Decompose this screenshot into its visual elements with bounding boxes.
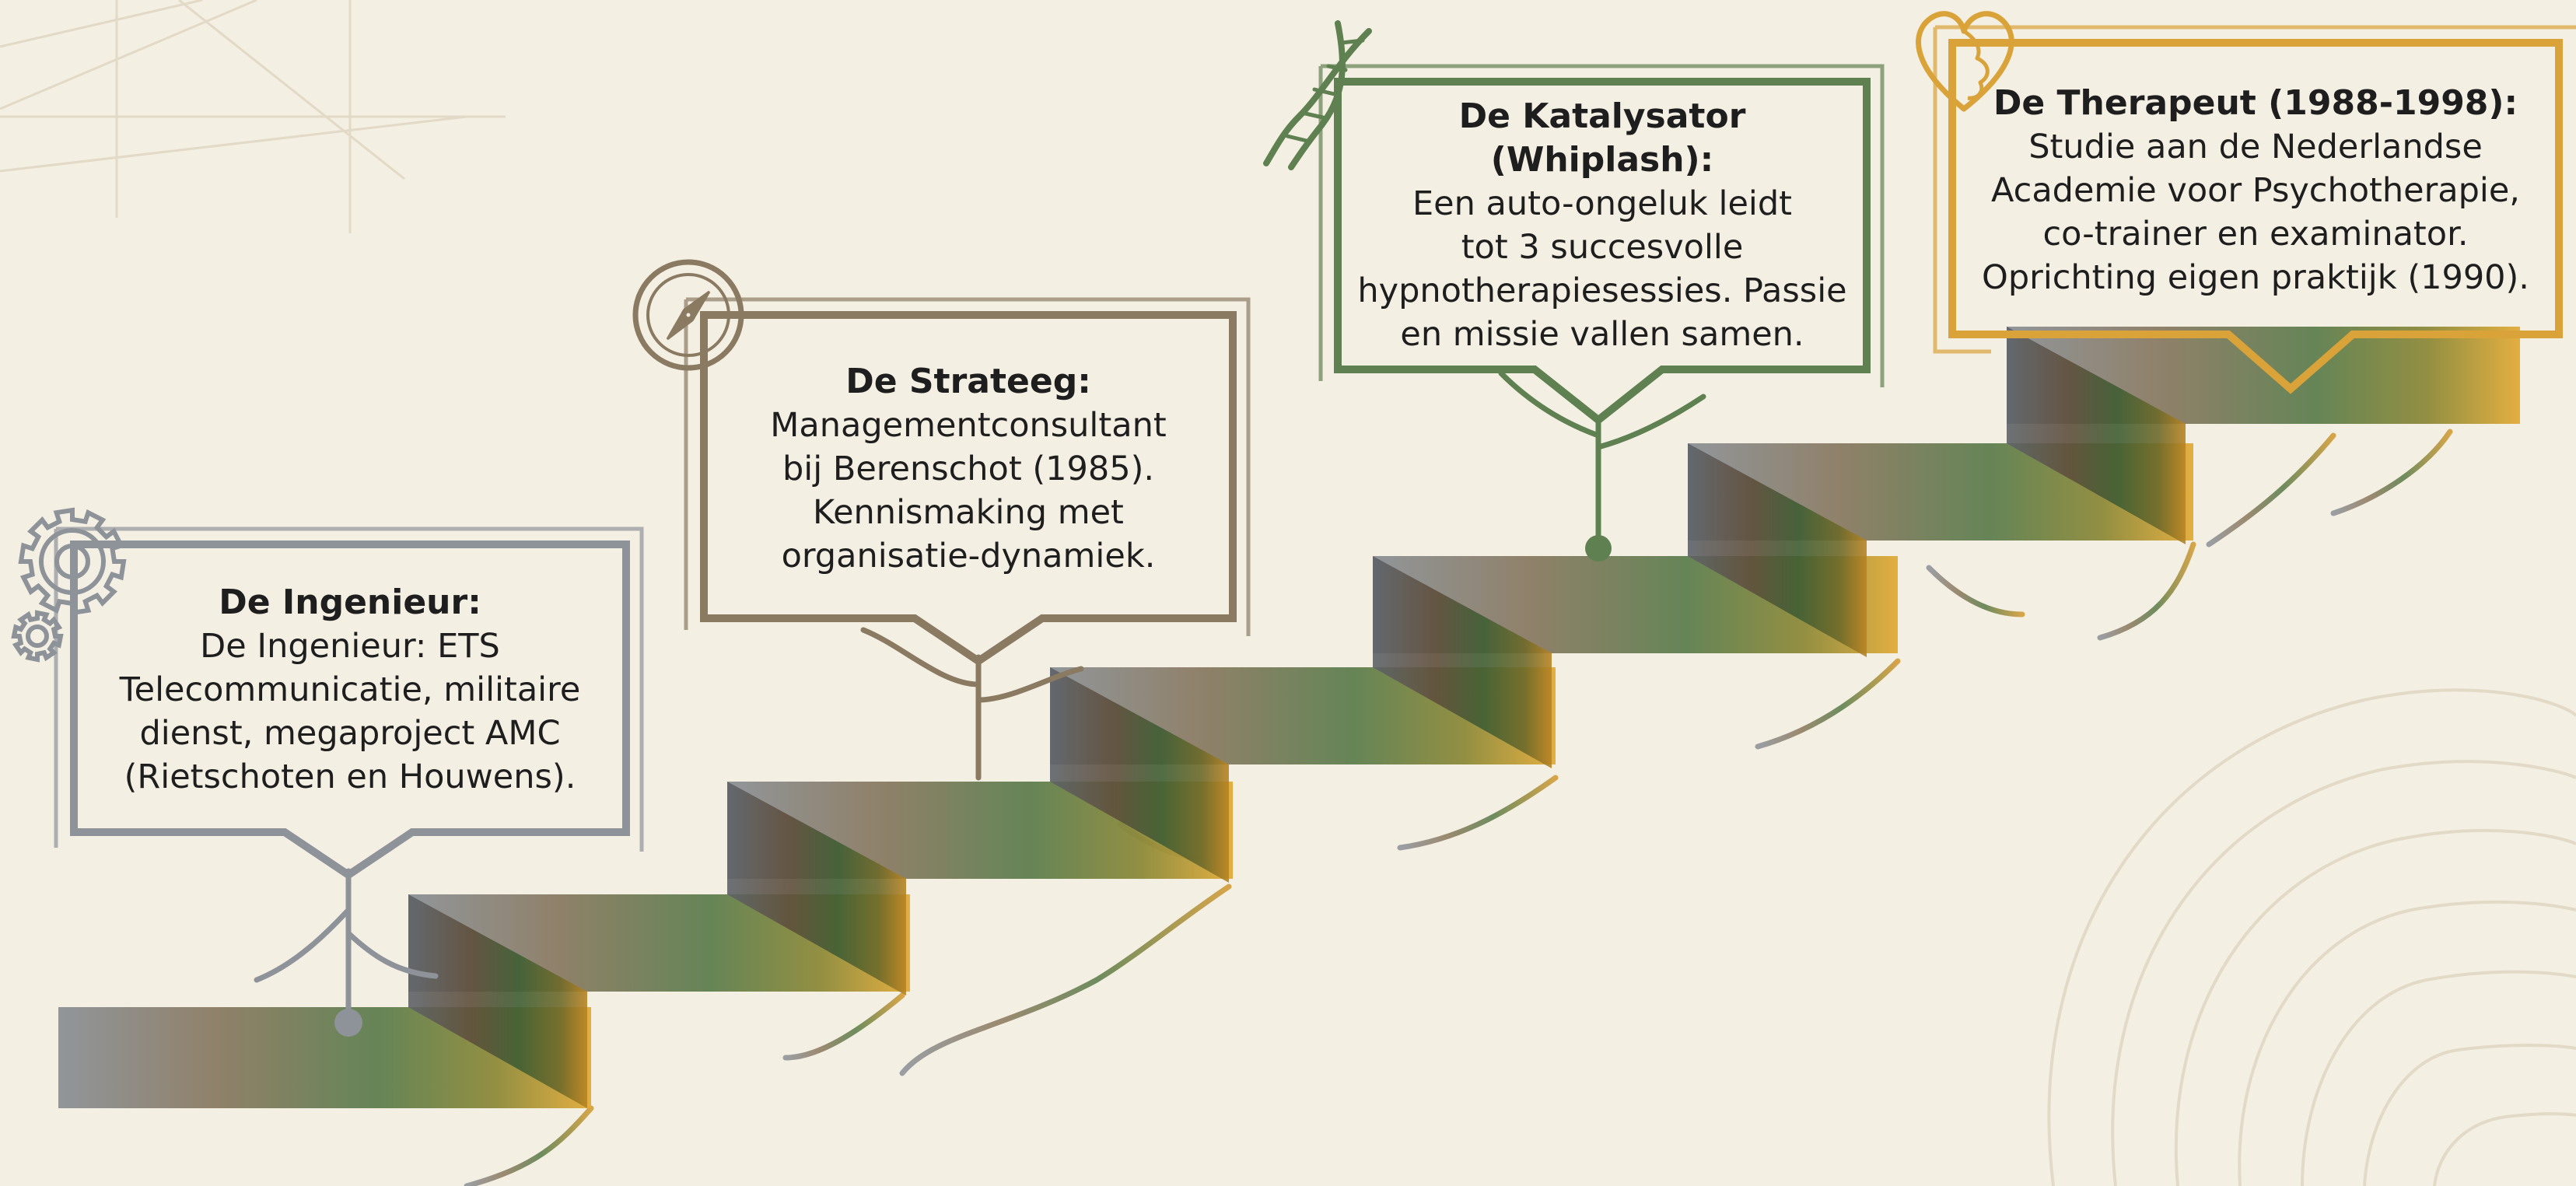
stair-riser xyxy=(1688,443,1867,657)
stage-line: De Ingenieur: ETS xyxy=(200,627,500,666)
stage-line: Oprichting eigen praktijk (1990). xyxy=(1982,258,2529,297)
stage-line: en missie vallen samen. xyxy=(1400,315,1804,354)
stage-description: Een auto-ongeluk leidt tot 3 succesvolle… xyxy=(1357,182,1846,356)
stage-title: De Therapeut (1988-1998): xyxy=(1993,83,2518,123)
stage-line: tot 3 succesvolle xyxy=(1461,228,1744,267)
stage-description: De Ingenieur: ETS Telecommunicatie, mili… xyxy=(120,624,581,799)
stage-line: Managementconsultant xyxy=(770,405,1167,445)
stage-line: (Rietschoten en Houwens). xyxy=(124,757,576,796)
stage-line: Academie voor Psychotherapie, xyxy=(1991,171,2520,210)
stage-line: Studie aan de Nederlandse xyxy=(2028,128,2483,166)
stage-title: De Strateeg: xyxy=(845,361,1091,401)
stair-riser xyxy=(1050,667,1229,883)
compass-icon xyxy=(632,259,744,371)
heart-brain-icon xyxy=(1916,11,2014,112)
stage-line: Telecommunicatie, militaire xyxy=(119,670,581,709)
stage-line: hypnotherapiesessies. Passie xyxy=(1357,271,1847,310)
stage-description: Studie aan de Nederlandse Academie voor … xyxy=(1982,125,2529,299)
stair-riser xyxy=(1373,556,1552,768)
stage-title: De Katalysator (Whiplash): xyxy=(1458,96,1746,180)
gear-icon xyxy=(11,507,127,663)
stage-line: bij Berenschot (1985). xyxy=(782,449,1155,488)
stage-description: Managementconsultant bij Berenschot (198… xyxy=(770,404,1166,578)
stage-line: co-trainer en examinator. xyxy=(2042,215,2469,254)
card-frame-therapeut xyxy=(1933,25,2576,394)
stair-riser xyxy=(727,782,906,995)
stair-riser xyxy=(2007,327,2186,544)
stage-card-therapeut: De Therapeut (1988-1998): Studie aan de … xyxy=(1964,58,2547,323)
staircase xyxy=(58,327,2520,1108)
card-connectors xyxy=(254,370,1706,1037)
stage-card-katalysator: De Katalysator (Whiplash): Een auto-onge… xyxy=(1349,96,1855,356)
stage-line: Kennismaking met xyxy=(813,492,1124,532)
stage-title: De Ingenieur: xyxy=(219,583,481,622)
dna-icon xyxy=(1263,20,1372,170)
card-frame-ingenieur xyxy=(54,527,644,880)
stage-line: organisatie-dynamiek. xyxy=(781,536,1156,576)
stage-card-ingenieur: De Ingenieur: De Ingenieur: ETS Telecomm… xyxy=(86,562,614,818)
stage-line: Een auto-ongeluk leidt xyxy=(1412,184,1792,223)
stage-line: dienst, megaproject AMC xyxy=(139,714,561,753)
stair-riser xyxy=(408,894,587,1108)
stage-card-strateeg: De Strateeg: Managementconsultant bij Be… xyxy=(716,331,1221,607)
